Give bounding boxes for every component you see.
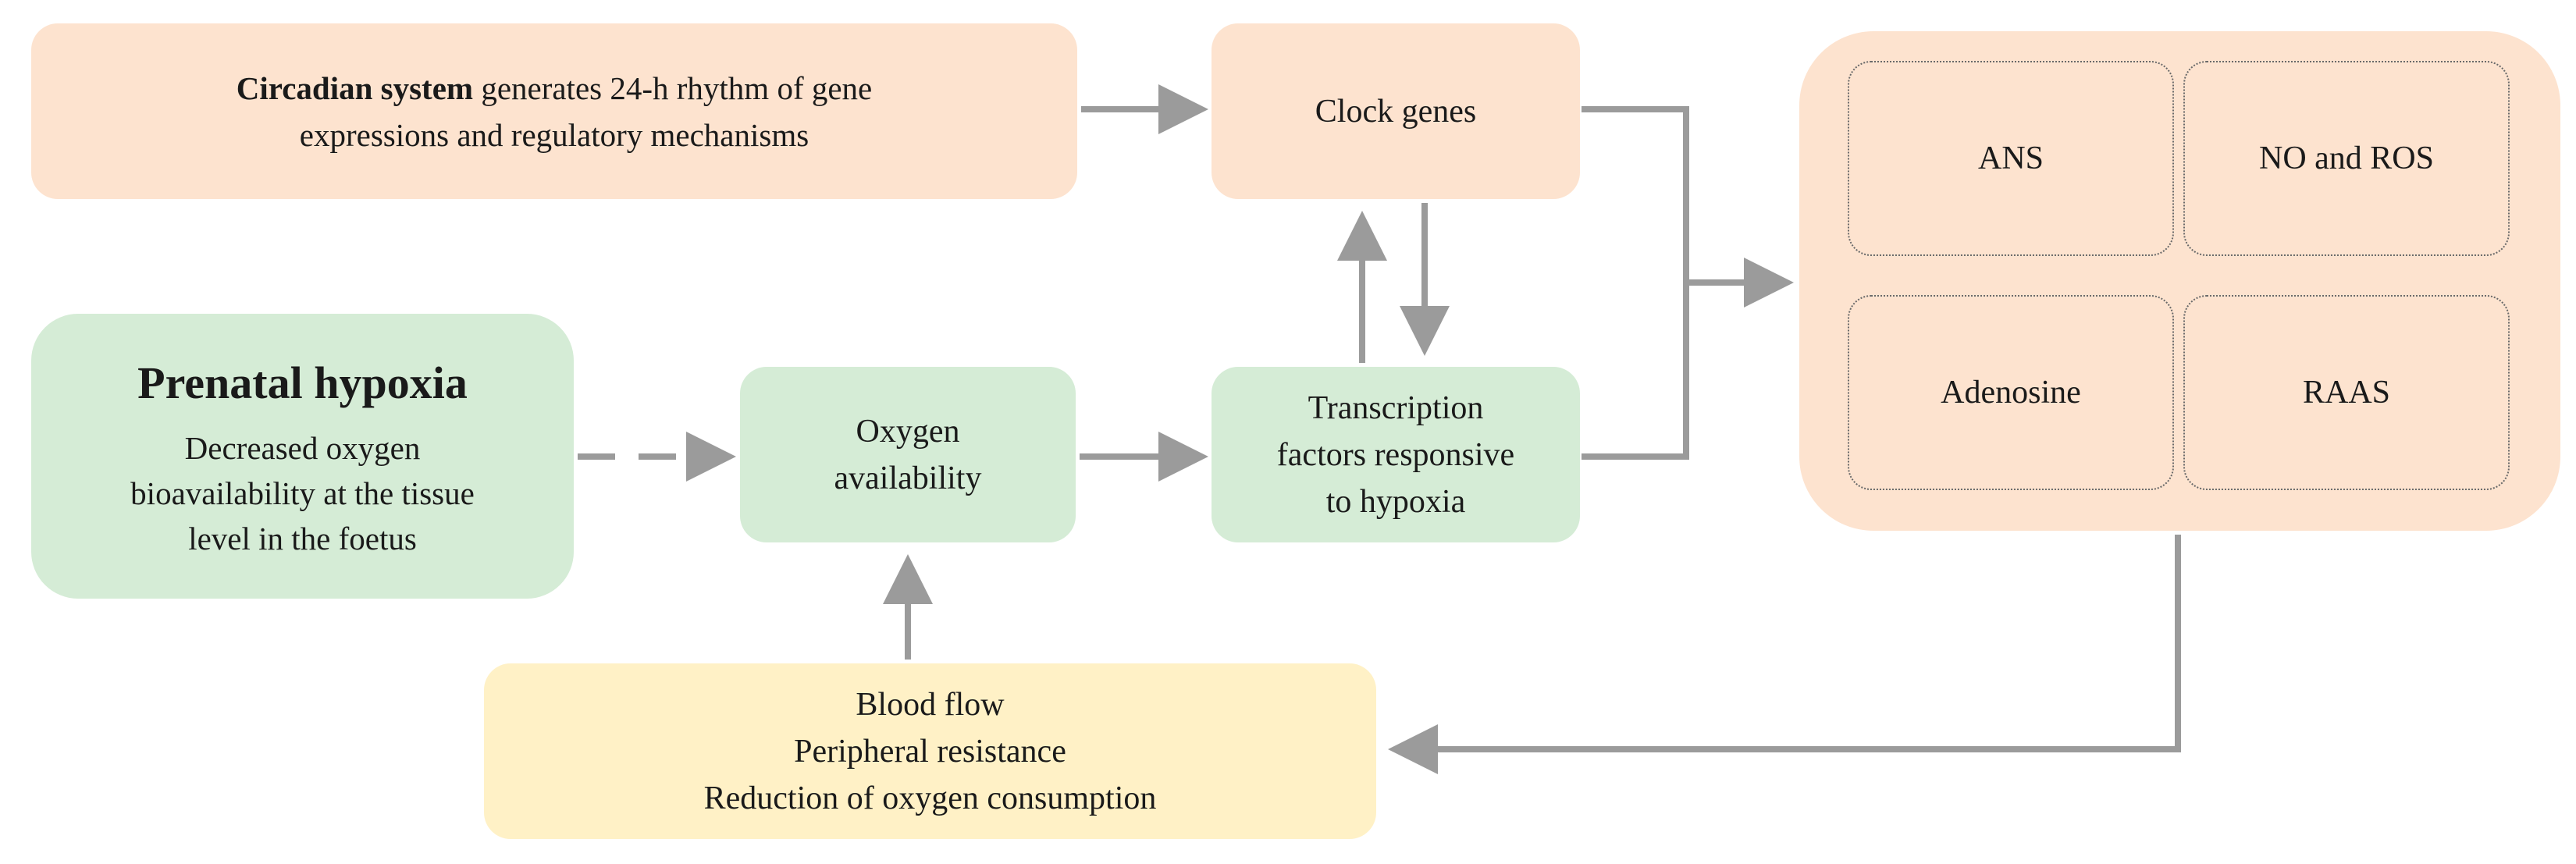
circadian-text-1: generates 24-h rhythm of gene	[473, 69, 873, 106]
transcription-line-2: factors responsive	[1276, 436, 1515, 473]
blood-flow-box: Blood flow Peripheral resistance Reducti…	[484, 663, 1376, 839]
oxygen-availability-box: Oxygen availability	[740, 367, 1076, 542]
transcription-line-1: Transcription	[1308, 389, 1484, 426]
prenatal-hypoxia-box: Prenatal hypoxia Decreased oxygen bioava…	[31, 314, 574, 599]
circadian-system-box: Circadian system generates 24-h rhythm o…	[31, 23, 1077, 199]
prenatal-line-1: Decreased oxygen	[184, 429, 421, 466]
transcription-line-3: to hypoxia	[1325, 483, 1466, 520]
clock-genes-label: Clock genes	[1315, 93, 1477, 130]
prenatal-hypoxia-title: Prenatal hypoxia	[137, 357, 468, 408]
clock-genes-box: Clock genes	[1212, 23, 1580, 199]
prenatal-line-3: level in the foetus	[188, 520, 417, 556]
circadian-line-1: Circadian system generates 24-h rhythm o…	[237, 65, 873, 112]
mediators-box: ANS NO and ROS Adenosine RAAS	[1799, 31, 2560, 531]
ans-cell: ANS	[1848, 61, 2174, 256]
no-ros-cell: NO and ROS	[2183, 61, 2510, 256]
circadian-bold-label: Circadian system	[236, 69, 474, 106]
arrow-mediators-to-blood	[1388, 535, 2181, 774]
prenatal-line-2: bioavailability at the tissue	[130, 475, 475, 511]
adenosine-cell: Adenosine	[1848, 295, 2174, 490]
connector-clock-to-junction	[1582, 106, 1689, 460]
circadian-line-2: expressions and regulatory mechanisms	[299, 116, 809, 153]
blood-line-2: Peripheral resistance	[794, 733, 1066, 770]
raas-cell: RAAS	[2183, 295, 2510, 490]
transcription-factors-box: Transcription factors responsive to hypo…	[1212, 367, 1580, 542]
blood-line-1: Blood flow	[856, 686, 1005, 723]
oxygen-line-2: availability	[834, 460, 982, 496]
oxygen-line-1: Oxygen	[856, 413, 960, 450]
blood-line-3: Reduction of oxygen consumption	[703, 780, 1157, 816]
